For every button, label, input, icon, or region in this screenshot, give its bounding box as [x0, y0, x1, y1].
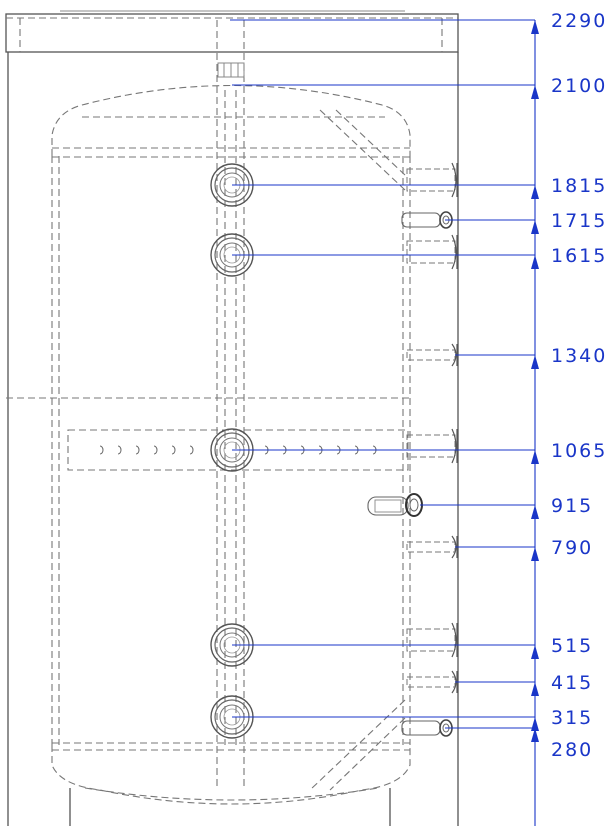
plate-hole-5 [171, 445, 176, 455]
dimension-label-1065: 1065 [551, 440, 607, 462]
plate-hole-1 [99, 445, 104, 455]
dimension-arrow-2100 [531, 85, 539, 99]
side-port-1615 [406, 234, 458, 270]
sensor-sleeve-915 [367, 493, 423, 517]
tank-vessel [6, 84, 411, 826]
dimension-arrow-1340 [531, 355, 539, 369]
dimension-arrow-790 [531, 547, 539, 561]
dimension-label-790: 790 [551, 537, 593, 559]
side-port-415 [406, 670, 458, 694]
dimension-arrow-2290 [531, 20, 539, 34]
dimension-label-1340: 1340 [551, 345, 607, 367]
dimension-label-1815: 1815 [551, 175, 607, 197]
dimension-arrow-1065 [531, 450, 539, 464]
side-port-1815 [406, 162, 458, 198]
plate-hole-3 [135, 445, 140, 455]
tank-lid [5, 10, 459, 53]
side-port-515 [406, 622, 458, 658]
plate-hole-4 [153, 445, 158, 455]
side-port-1065 [406, 428, 458, 464]
dimension-label-915: 915 [551, 495, 593, 517]
dimension-scale: 2290 2100 1815 1715 1615 1340 1065 915 790 515 415… [230, 10, 607, 826]
dimension-arrow-915 [531, 505, 539, 519]
dimension-label-1615: 1615 [551, 245, 607, 267]
dimension-arrow-280 [531, 728, 539, 742]
dimension-label-1715: 1715 [551, 210, 607, 232]
dimension-arrow-515 [531, 645, 539, 659]
dimension-label-515: 515 [551, 635, 593, 657]
plate-hole-2 [117, 445, 122, 455]
plate-hole-6 [189, 445, 194, 455]
dimension-arrow-1815 [531, 185, 539, 199]
insulation-jacket [7, 52, 459, 826]
dimension-arrow-1715 [531, 220, 539, 234]
dimension-label-2290: 2290 [551, 10, 607, 32]
dimension-arrow-415 [531, 682, 539, 696]
side-port-1340 [406, 343, 458, 367]
dimension-arrow-1615 [531, 255, 539, 269]
dimension-label-415: 415 [551, 672, 593, 694]
dimension-label-315: 315 [551, 707, 593, 729]
dimension-label-280: 280 [551, 739, 593, 761]
dimension-label-2100: 2100 [551, 75, 607, 97]
side-port-790 [406, 535, 458, 559]
central-pipe [216, 20, 245, 790]
